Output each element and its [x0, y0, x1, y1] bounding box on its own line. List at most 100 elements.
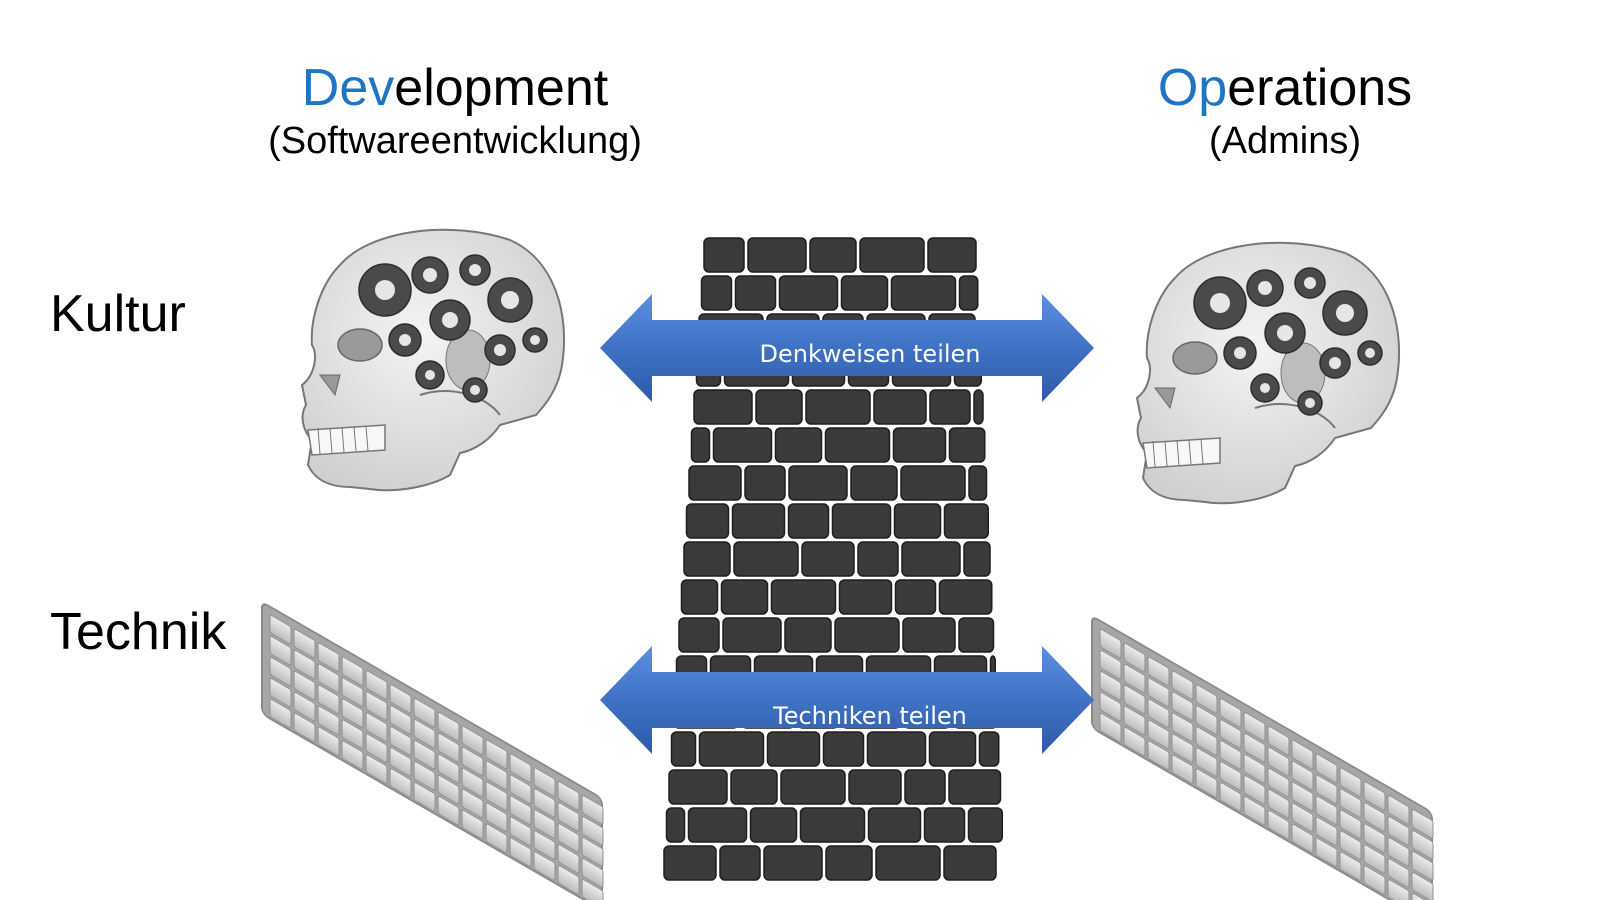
keyboard-key	[1243, 796, 1266, 826]
wall-brick	[719, 845, 761, 881]
keyboard-key	[437, 774, 460, 805]
keyboard-key	[557, 802, 580, 832]
wall-brick	[733, 541, 799, 577]
wall-brick	[799, 807, 866, 843]
keyboard-key	[1123, 726, 1146, 757]
development-title-accent: Dev	[301, 59, 395, 117]
keyboard-key	[1291, 739, 1314, 770]
row-label-culture: Kultur	[50, 285, 186, 343]
keyboard-key	[1291, 823, 1314, 854]
wall-brick	[668, 769, 728, 805]
keyboard-key	[1267, 788, 1290, 819]
keyboard-key	[1387, 816, 1410, 846]
wall-brick	[902, 617, 956, 653]
keyboard-key	[437, 795, 460, 826]
wall-brick	[755, 389, 803, 425]
development-subtitle: (Softwareentwicklung)	[268, 120, 642, 162]
keyboard-key	[389, 726, 412, 756]
wall-brick	[859, 237, 925, 273]
keyboard-key	[1243, 733, 1266, 763]
wall-brick	[822, 731, 865, 767]
keyboard-key	[413, 761, 436, 791]
wall-brick	[968, 465, 988, 501]
operations-heading: Operations (Admins)	[1090, 58, 1480, 164]
keyboard-key	[1147, 656, 1170, 687]
wall-brick	[894, 579, 937, 615]
keyboard-key	[1291, 802, 1314, 833]
keyboard-key	[1315, 837, 1338, 868]
keyboard-key	[509, 837, 532, 868]
wall-brick	[857, 541, 899, 577]
keyboard-key	[1387, 858, 1410, 888]
wall-brick	[685, 503, 730, 539]
keyboard-key	[1339, 851, 1362, 882]
right-skull-with-gears-icon	[1135, 241, 1401, 505]
wall-brick	[825, 845, 873, 881]
keyboard-key	[365, 733, 388, 763]
keyboard-key	[1267, 809, 1290, 840]
keyboard-key	[1291, 760, 1314, 791]
keyboard-key	[1147, 698, 1170, 729]
keyboard-key	[389, 705, 412, 735]
keyboard-key	[437, 753, 460, 784]
keyboard-key	[1171, 691, 1194, 722]
keyboard-key	[509, 795, 532, 826]
keyboard-key	[1123, 684, 1146, 715]
keyboard-key	[1219, 719, 1242, 749]
keyboard-key	[1267, 725, 1290, 756]
development-title-rest: elopment	[394, 59, 609, 117]
keyboard-key	[581, 795, 604, 825]
keyboard-key	[389, 684, 412, 714]
wall-brick	[787, 503, 830, 539]
wall-brick	[731, 503, 786, 539]
wall-brick	[893, 503, 942, 539]
wall-brick	[848, 769, 902, 805]
keyboard-key	[1195, 768, 1218, 798]
keyboard-key	[437, 732, 460, 763]
keyboard-key	[365, 754, 388, 784]
keyboard-key	[413, 719, 436, 749]
keyboard-key	[1291, 781, 1314, 812]
keyboard-key	[269, 614, 292, 645]
operations-subtitle: (Admins)	[1208, 120, 1362, 162]
wall-brick	[943, 845, 997, 881]
wall-brick	[978, 731, 1000, 767]
keyboard-key	[1219, 740, 1242, 770]
top-arrow-label: Denkweisen teilen	[759, 340, 981, 368]
wall-brick	[929, 389, 971, 425]
keyboard-key	[293, 649, 316, 680]
keyboard-key	[1171, 670, 1194, 701]
wall-brick	[866, 731, 927, 767]
keyboard-key	[1363, 865, 1386, 895]
keyboard-key	[413, 782, 436, 812]
keyboard-key	[341, 677, 364, 708]
operations-title-rest: erations	[1227, 59, 1413, 117]
keyboard-key	[509, 753, 532, 784]
wall-brick	[973, 389, 984, 425]
keyboard-key	[1411, 872, 1434, 900]
operations-title: Operations	[1090, 58, 1480, 118]
keyboard-key	[293, 670, 316, 701]
development-heading: Development (Softwareentwicklung)	[200, 58, 710, 164]
keyboard-key	[1387, 795, 1410, 825]
wall-brick	[967, 807, 1003, 843]
wall-brick	[700, 275, 733, 311]
wall-brick	[890, 275, 957, 311]
wall-brick	[867, 807, 922, 843]
wall-brick	[680, 579, 719, 615]
keyboard-key	[1411, 851, 1434, 881]
keyboard-key	[461, 788, 484, 819]
wall-brick	[834, 617, 900, 653]
keyboard-key	[365, 712, 388, 742]
keyboard-key	[1363, 781, 1386, 811]
keyboard-key	[485, 823, 508, 854]
keyboard-key	[1099, 691, 1122, 722]
wall-brick	[670, 731, 697, 767]
keyboard-key	[533, 788, 556, 818]
keyboard-key	[533, 851, 556, 881]
keyboard-key	[557, 844, 580, 874]
wall-brick	[838, 579, 893, 615]
keyboard-key	[485, 781, 508, 812]
wall-brick	[963, 541, 991, 577]
keyboard-key	[557, 823, 580, 853]
